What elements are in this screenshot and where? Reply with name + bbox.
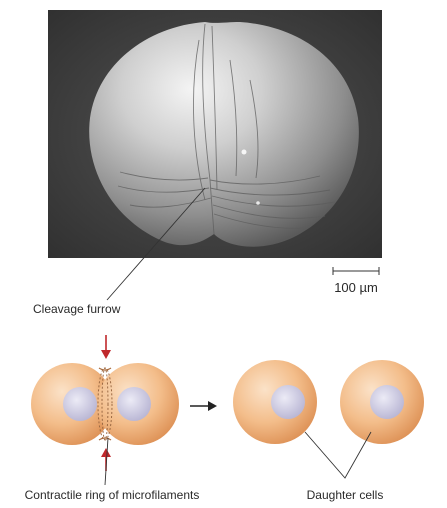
dividing-cell xyxy=(31,363,179,445)
cleavage-furrow-label: Cleavage furrow xyxy=(33,302,121,316)
daughter-cells-label: Daughter cells xyxy=(307,488,384,502)
nucleus xyxy=(63,387,97,421)
scale-bar-label: 100 µm xyxy=(334,280,378,295)
furrow-arrow-top xyxy=(101,335,111,359)
contractile-ring-label: Contractile ring of microfilaments xyxy=(25,488,200,502)
surface-particle xyxy=(242,150,247,155)
daughter-cells-leader-lines xyxy=(305,432,371,478)
surface-particle xyxy=(256,201,260,205)
micrograph xyxy=(48,10,382,258)
daughter-cell-right xyxy=(340,360,424,444)
dividing-egg xyxy=(89,22,359,247)
nucleus xyxy=(271,385,305,419)
nucleus xyxy=(117,387,151,421)
process-arrow xyxy=(190,401,217,411)
nucleus xyxy=(370,385,404,419)
scale-bar xyxy=(333,267,379,275)
daughter-cell-left xyxy=(233,360,317,444)
